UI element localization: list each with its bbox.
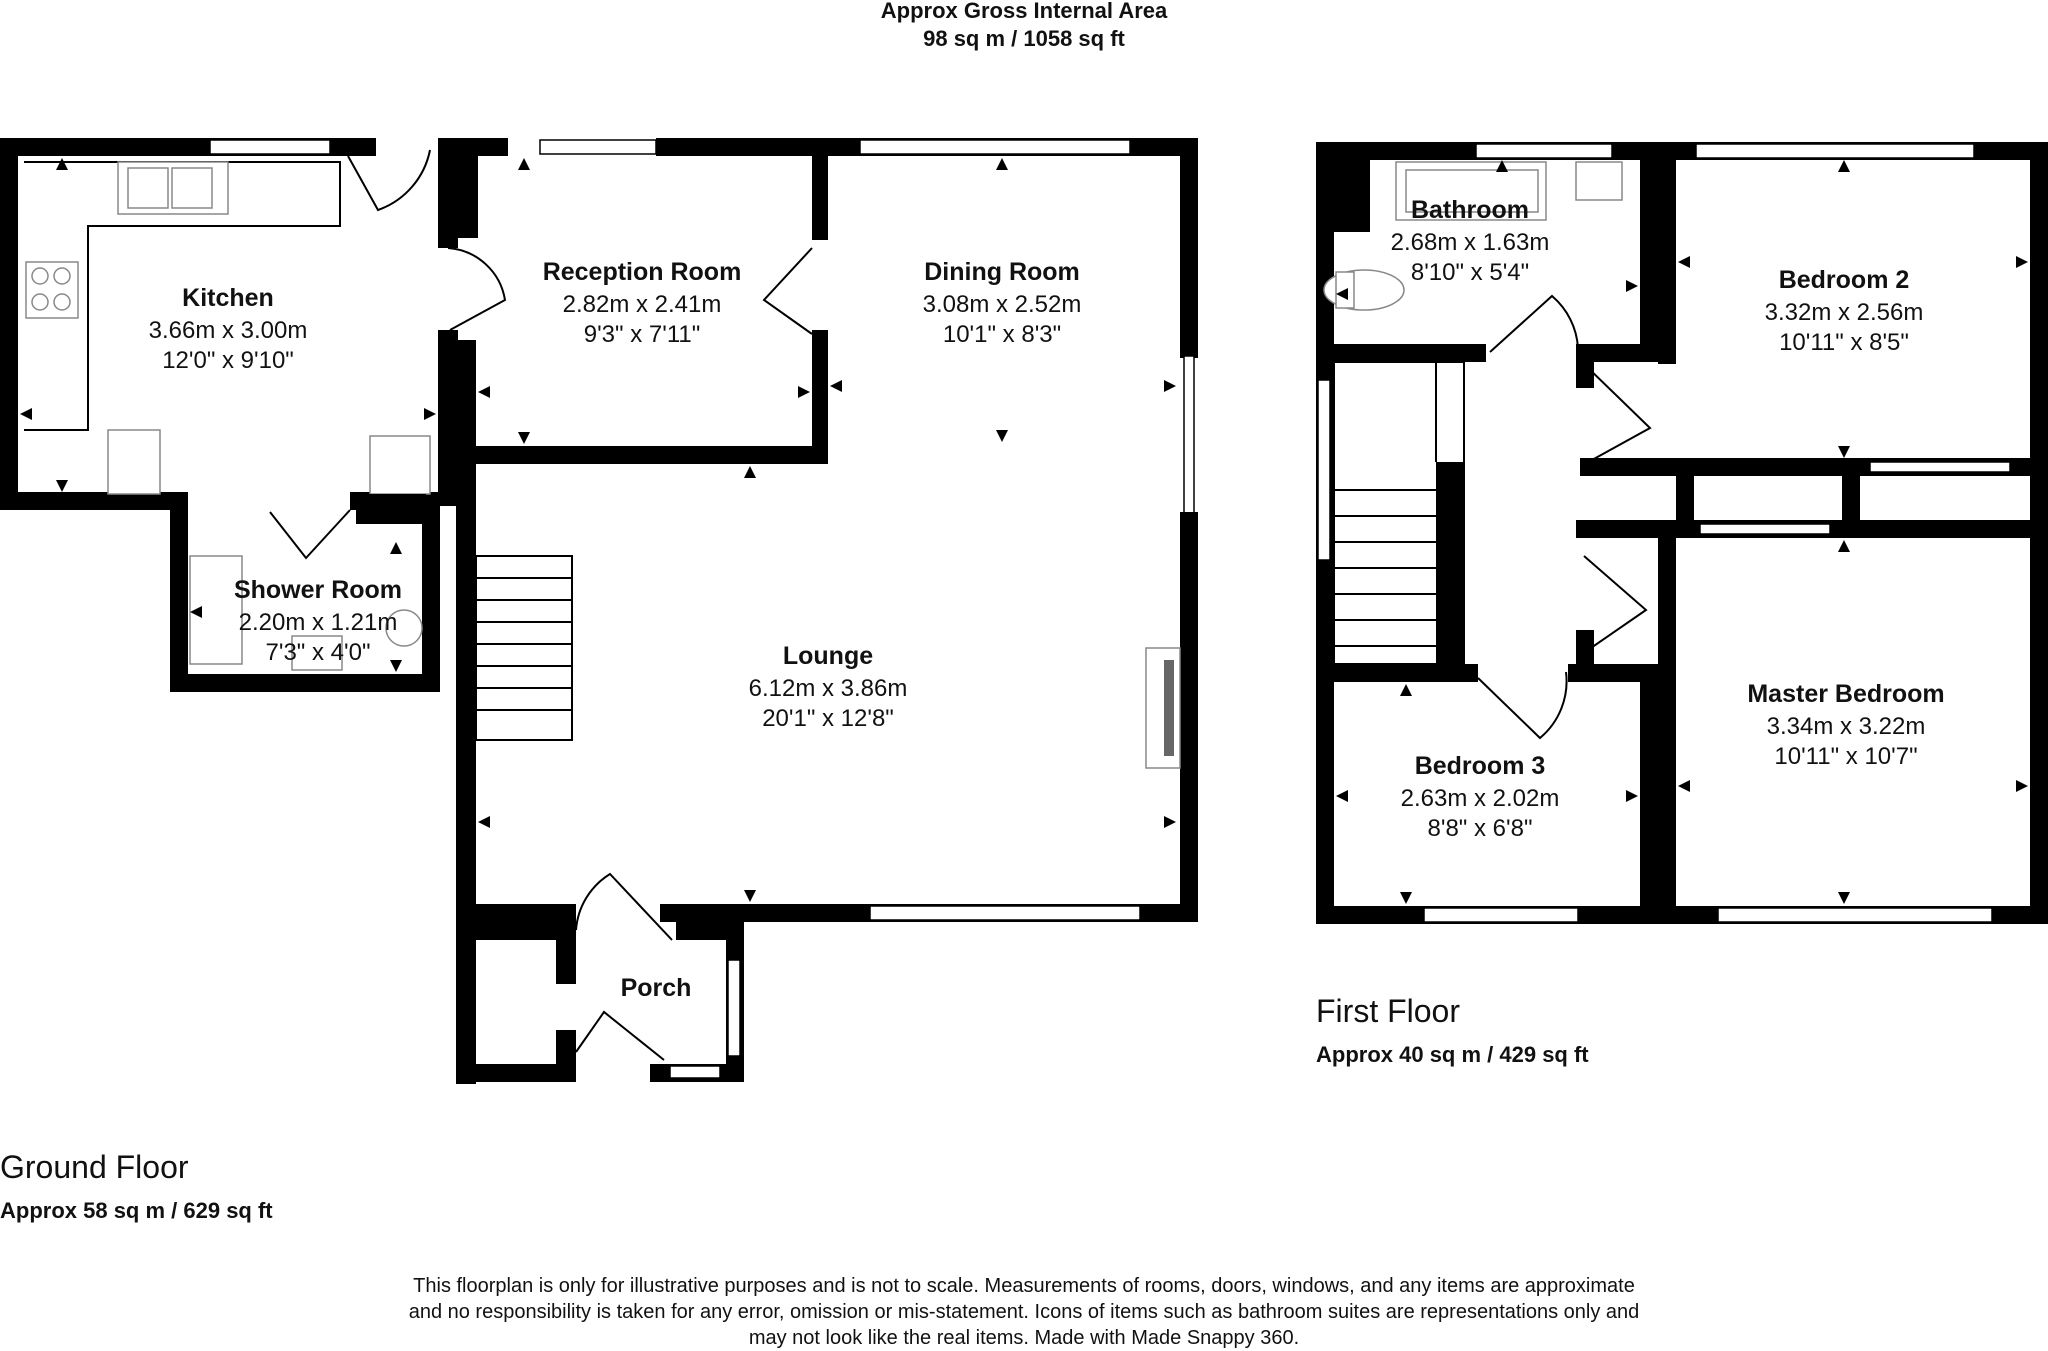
ground-floor-label: Ground Floor [0, 1149, 189, 1185]
room-metric-dining: 3.08m x 2.52m [923, 291, 1082, 318]
room-metric-kitchen: 3.66m x 3.00m [149, 317, 308, 344]
room-imperial-bedroom-2: 10'11" x 8'5" [1779, 329, 1909, 356]
header-area: 98 sq m / 1058 sq ft [923, 26, 1125, 51]
header-title: Approx Gross Internal Area [881, 0, 1168, 23]
room-name-bedroom-3: Bedroom 3 [1415, 752, 1546, 780]
room-name-reception: Reception Room [543, 258, 742, 286]
room-imperial-kitchen: 12'0" x 9'10" [162, 347, 294, 374]
room-imperial-dining: 10'1" x 8'3" [943, 321, 1061, 348]
room-name-master-bedroom: Master Bedroom [1747, 680, 1944, 708]
room-metric-reception: 2.82m x 2.41m [563, 291, 722, 318]
first-floor-label: First Floor [1316, 993, 1460, 1029]
room-name-kitchen: Kitchen [182, 284, 274, 312]
room-metric-lounge: 6.12m x 3.86m [749, 675, 908, 702]
room-name-bedroom-2: Bedroom 2 [1779, 266, 1910, 294]
disclaimer-line-1: This floorplan is only for illustrative … [413, 1275, 1635, 1297]
room-imperial-bathroom: 8'10" x 5'4" [1411, 259, 1529, 286]
room-name-porch: Porch [621, 974, 692, 1002]
room-imperial-reception: 9'3" x 7'11" [584, 321, 701, 348]
room-name-bathroom: Bathroom [1411, 196, 1529, 224]
ground-floor-area: Approx 58 sq m / 629 sq ft [0, 1198, 273, 1223]
room-name-shower: Shower Room [234, 576, 402, 604]
room-metric-bathroom: 2.68m x 1.63m [1391, 229, 1550, 256]
room-imperial-lounge: 20'1" x 12'8" [762, 705, 894, 732]
disclaimer-line-2: and no responsibility is taken for any e… [409, 1301, 1640, 1323]
ground-floor-plan: Kitchen 3.66m x 3.00m 12'0" x 9'10" Rece… [0, 138, 1198, 1084]
room-imperial-master-bedroom: 10'11" x 10'7" [1774, 743, 1917, 770]
first-floor-area: Approx 40 sq m / 429 sq ft [1316, 1042, 1589, 1067]
first-floor-plan: Bathroom 2.68m x 1.63m 8'10" x 5'4" Bedr… [1316, 142, 2048, 924]
room-metric-bedroom-3: 2.63m x 2.02m [1401, 785, 1560, 812]
room-name-dining: Dining Room [924, 258, 1080, 286]
room-name-lounge: Lounge [783, 642, 873, 670]
room-metric-shower: 2.20m x 1.21m [239, 609, 398, 636]
room-metric-bedroom-2: 3.32m x 2.56m [1765, 299, 1924, 326]
room-imperial-shower: 7'3" x 4'0" [266, 639, 371, 666]
room-metric-master-bedroom: 3.34m x 3.22m [1767, 713, 1926, 740]
disclaimer-line-3: may not look like the real items. Made w… [749, 1327, 1299, 1349]
room-imperial-bedroom-3: 8'8" x 6'8" [1428, 815, 1533, 842]
